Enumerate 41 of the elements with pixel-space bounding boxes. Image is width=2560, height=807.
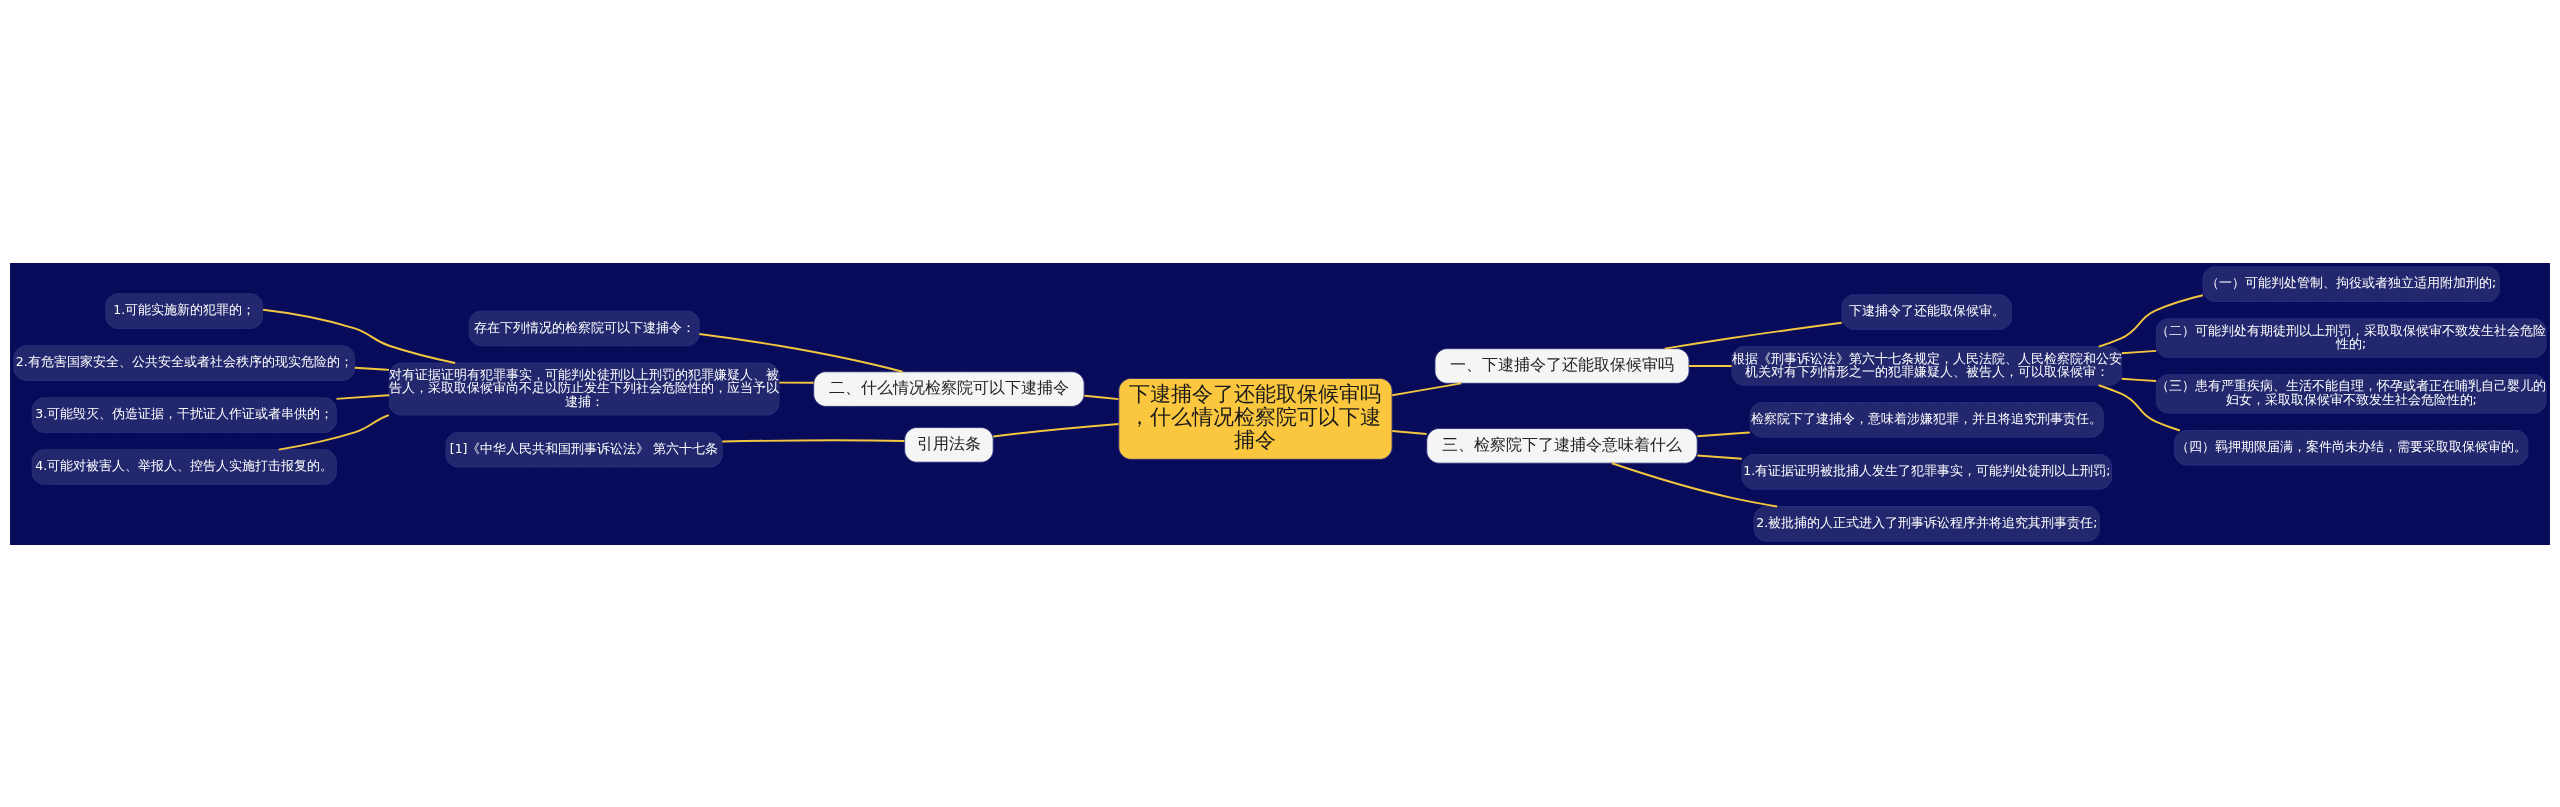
node-box: 对有证据证明有犯罪事实，可能判处徒刑以上刑罚的犯罪嫌疑人、被告人，采取取保候审尚不足以防止发生下列社会危险性的，应当予以逮捕：: [388, 362, 780, 416]
node-box: 1.可能实施新的犯罪的；: [105, 292, 264, 329]
connector: [1696, 431, 1751, 437]
node-box: 存在下列情况的检察院可以下逮捕令：: [468, 310, 700, 346]
node-box: 2.被批捕的人正式进入了刑事诉讼程序并将追究其刑事责任;: [1753, 505, 2100, 542]
connector: [277, 413, 390, 451]
connector: [778, 381, 815, 384]
connector: [1663, 321, 1843, 350]
node-box: 4.可能对被害人、举报人、控告人实施打击报复的。: [31, 448, 337, 485]
connector: [353, 366, 390, 371]
node-box: 下逮捕令了还能取保候审吗，什么情况检察院可以下逮捕令: [1118, 377, 1393, 460]
node-box: 二、什么情况检察院可以下逮捕令: [813, 370, 1085, 407]
node-box: （二）可能判处有期徒刑以上刑罚，采取取保候审不致发生社会危险性的;: [2155, 317, 2547, 358]
connector: [721, 438, 906, 443]
connector: [335, 393, 391, 400]
connector: [2120, 377, 2158, 382]
connector: [2097, 293, 2204, 348]
node-box: 引用法条: [904, 426, 994, 463]
node-box: 下逮捕令了还能取保候审。: [1841, 293, 2012, 330]
connector: [1391, 429, 1428, 435]
connector: [1688, 364, 1733, 367]
node-box: 1.有证据证明被批捕人发生了犯罪事实，可能判处徒刑以上刑罚;: [1741, 453, 2113, 490]
connector: [1610, 461, 1779, 507]
node-box: 根据《刑事诉讼法》第六十七条规定，人民法院、人民检察院和公安机关对有下列情形之一的犯罪嫌疑人、被告人，可以取保候审：: [1731, 345, 2123, 386]
connector: [1391, 381, 1463, 396]
node-box: 检察院下了逮捕令，意味着涉嫌犯罪，并且将追究刑事责任。: [1749, 401, 2104, 438]
connector: [992, 422, 1120, 437]
node-box: 2.有危害国家安全、公共安全或者社会秩序的现实危险的；: [13, 344, 356, 381]
node-box: 一、下逮捕令了还能取保候审吗: [1434, 347, 1690, 384]
connector: [2120, 349, 2158, 354]
node-box: [1]《中华人民共和国刑事诉讼法》 第六十七条: [445, 431, 723, 468]
connector: [1696, 454, 1743, 460]
node-box: （四）羁押期限届满，案件尚未办结，需要采取取保候审的。: [2174, 429, 2529, 466]
node-box: 3.可能毁灭、伪造证据，干扰证人作证或者串供的；: [31, 396, 337, 433]
connector: [2097, 383, 2181, 431]
node-box: 三、检察院下了逮捕令意味着什么: [1426, 427, 1698, 464]
connector: [698, 332, 904, 373]
node-box: （三）患有严重疾病、生活不能自理，怀孕或者正在哺乳自己婴儿的妇女，采取取保候审不致发生社会危险性的;: [2155, 373, 2547, 414]
connector: [262, 308, 457, 364]
node-box: （一）可能判处管制、拘役或者独立适用附加刑的;: [2202, 265, 2500, 302]
connector: [1083, 394, 1120, 400]
